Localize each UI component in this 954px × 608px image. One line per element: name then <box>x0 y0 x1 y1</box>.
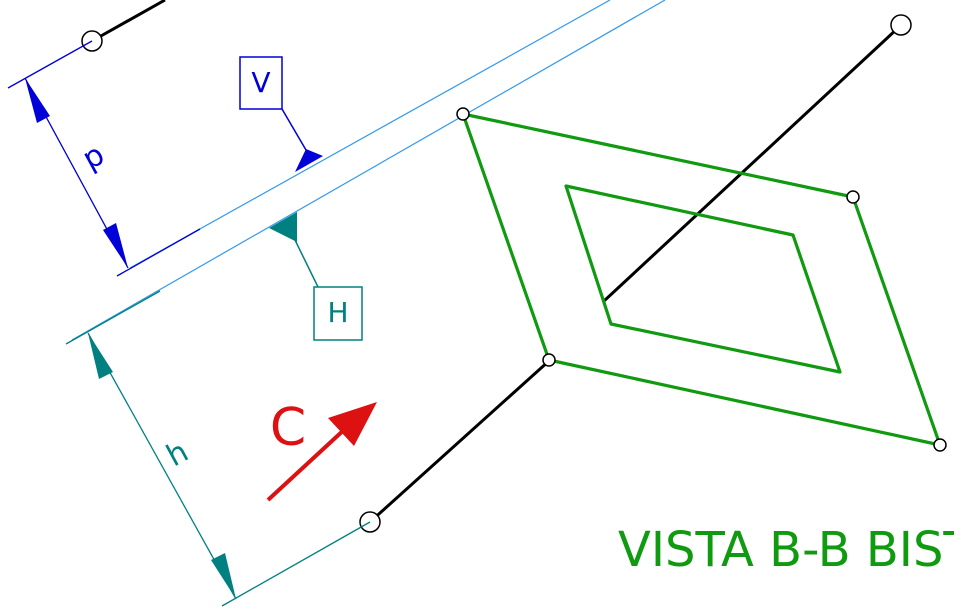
c-direction-arrow: C <box>266 398 377 502</box>
c-label: C <box>270 398 306 458</box>
view-title: VISTA B-B BIST. <box>618 522 954 578</box>
axis-lower <box>368 358 552 524</box>
v-label-text: V <box>251 66 270 99</box>
h-label-text: H <box>327 296 348 329</box>
black-axes <box>91 0 900 524</box>
h-leader-line <box>294 239 319 288</box>
plane-trace-h <box>71 0 666 341</box>
vertex-circle-3 <box>933 438 947 452</box>
v-leader-line <box>281 108 307 151</box>
plane-trace-v <box>129 0 611 269</box>
vertex-circle-2 <box>846 190 860 204</box>
outer-quadrilateral <box>461 112 942 447</box>
v-label-box <box>239 56 283 110</box>
h-label-box <box>313 286 363 341</box>
h-dimension-line <box>87 332 237 600</box>
green-shape <box>461 112 942 447</box>
node-circles <box>81 14 947 533</box>
v-triangle <box>295 149 323 172</box>
inner-quadrilateral <box>564 184 842 374</box>
axis-diagonal <box>602 26 900 303</box>
p-extension-bottom <box>116 228 201 277</box>
h-extension-bottom <box>221 521 371 607</box>
vertex-circle-1 <box>456 107 470 121</box>
p-arrow-top <box>25 78 50 123</box>
vertex-circle-4 <box>542 353 556 367</box>
h-dimension-label: h <box>161 434 194 474</box>
axis-top-left <box>91 0 166 43</box>
node-circle-top-right <box>890 14 912 36</box>
h-triangle <box>269 212 297 242</box>
c-arrow-head <box>328 402 377 446</box>
c-arrow-shaft <box>266 426 348 502</box>
dimension-p: p <box>7 40 201 277</box>
h-marker: H <box>269 212 363 341</box>
p-extension-top <box>7 40 93 89</box>
h-arrow-bottom <box>211 553 236 599</box>
p-arrow-bottom <box>103 223 128 268</box>
v-marker: V <box>239 56 323 172</box>
h-extension-top <box>65 290 161 345</box>
projection-plane-traces <box>71 0 666 341</box>
h-arrow-top <box>88 333 113 379</box>
p-dimension-label: p <box>77 137 110 177</box>
